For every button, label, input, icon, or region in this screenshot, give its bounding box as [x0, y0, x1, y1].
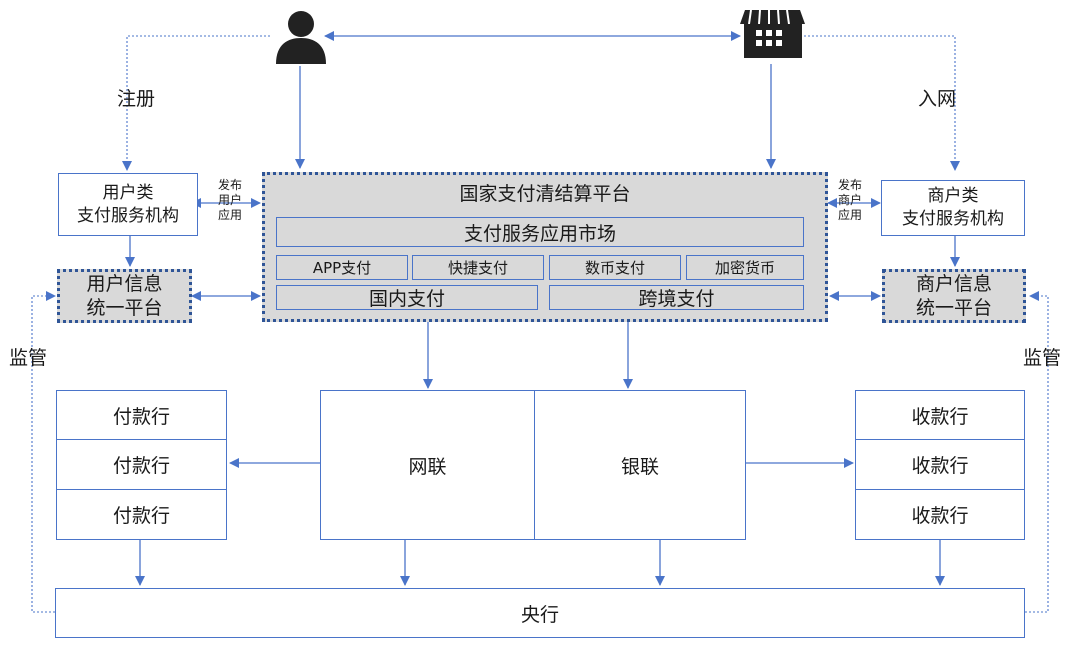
payer-bank: 付款行 — [56, 390, 227, 440]
join-network-label: 入网 — [918, 88, 957, 110]
merchant-info-platform: 商户信息 统一平台 — [882, 269, 1026, 323]
supervise-left-label: 监管 — [9, 347, 48, 369]
app-market: 支付服务应用市场 — [276, 217, 804, 247]
join-network-connector — [800, 35, 960, 171]
supervise-right-connector — [1025, 291, 1049, 613]
store-icon — [740, 9, 805, 58]
service-crypto: 加密货币 — [686, 255, 804, 280]
merchant-payment-institution: 商户类 支付服务机构 — [881, 180, 1025, 236]
payer-bank: 付款行 — [56, 489, 227, 540]
service-quick-pay: 快捷支付 — [412, 255, 544, 280]
central-bank: 央行 — [55, 588, 1025, 638]
cross-border-payment: 跨境支付 — [549, 285, 804, 310]
publish-user-app-label: 发布 用户 应用 — [217, 178, 242, 222]
payer-bank: 付款行 — [56, 439, 227, 490]
service-digital-currency: 数币支付 — [549, 255, 681, 280]
national-clearing-platform: 国家支付清结算平台 支付服务应用市场 APP支付 快捷支付 数币支付 加密货币 … — [262, 172, 828, 322]
user-info-platform: 用户信息 统一平台 — [57, 269, 192, 323]
user-icon — [276, 11, 326, 64]
yinlian-node: 银联 — [534, 390, 746, 540]
supervise-right-label: 监管 — [1023, 347, 1062, 369]
payee-bank: 收款行 — [855, 390, 1025, 440]
user-payment-institution: 用户类 支付服务机构 — [58, 173, 198, 236]
publish-merchant-app-label: 发布 商户 应用 — [837, 178, 862, 222]
domestic-payment: 国内支付 — [276, 285, 538, 310]
supervise-left-connector — [31, 291, 56, 613]
payee-bank: 收款行 — [855, 489, 1025, 540]
payee-bank: 收款行 — [855, 439, 1025, 490]
platform-title: 国家支付清结算平台 — [459, 183, 631, 205]
service-app-pay: APP支付 — [276, 255, 408, 280]
register-label: 注册 — [117, 88, 156, 110]
register-connector — [122, 35, 270, 171]
wanglian-node: 网联 — [320, 390, 535, 540]
